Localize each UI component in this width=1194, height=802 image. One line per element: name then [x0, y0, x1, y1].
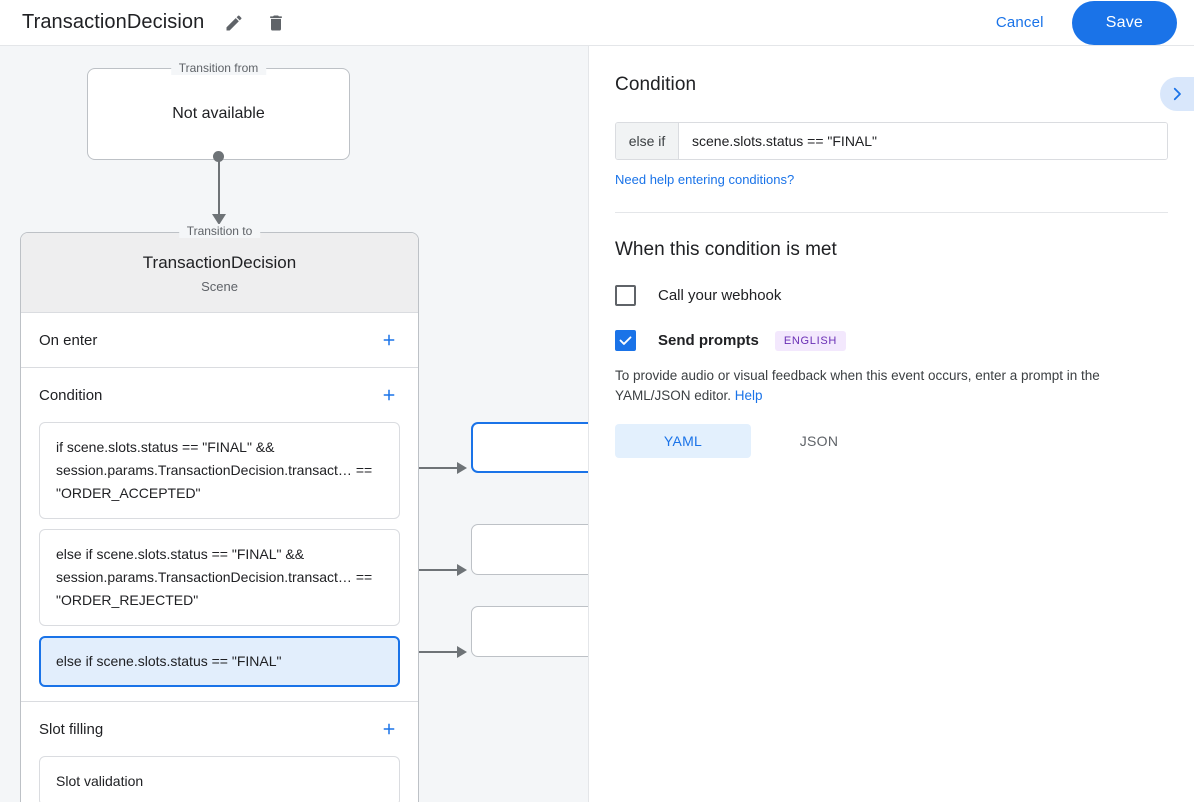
plus-icon[interactable]	[378, 384, 400, 406]
detail-panel: Condition else if Need help entering con…	[588, 46, 1194, 802]
save-button[interactable]: Save	[1071, 0, 1177, 45]
chevron-right-icon[interactable]	[1160, 77, 1194, 111]
when-condition-heading: When this condition is met	[615, 239, 837, 260]
prompts-hint-text: To provide audio or visual feedback when…	[615, 368, 1100, 403]
target-box-2[interactable]	[471, 524, 588, 575]
link-line-3	[399, 651, 457, 653]
cancel-button[interactable]: Cancel	[982, 6, 1058, 39]
panel-heading: Condition	[615, 74, 697, 95]
call-webhook-label: Call your webhook	[658, 287, 782, 304]
plus-icon[interactable]	[378, 718, 400, 740]
scene-name: TransactionDecision	[142, 253, 297, 272]
scene-card[interactable]: Transition to TransactionDecision Scene …	[20, 224, 419, 802]
link-arrow-1	[457, 462, 467, 474]
app-header: TransactionDecision Cancel Save	[0, 0, 1194, 46]
condition-card[interactable]: else if scene.slots.status == "FINAL" &&…	[39, 529, 400, 626]
link-line-2	[399, 569, 457, 571]
condition-help-link[interactable]: Need help entering conditions?	[615, 172, 795, 187]
transition-from-legend: Transition from	[170, 61, 267, 75]
section-slot-filling: Slot filling Slot validation	[21, 702, 418, 802]
prompts-help-link[interactable]: Help	[734, 388, 763, 403]
tab-json[interactable]: JSON	[799, 433, 839, 449]
editor-format-tabs: YAML JSON	[615, 424, 1168, 458]
transition-to-legend: Transition to	[178, 224, 261, 238]
flow-canvas[interactable]: Transition from Not available Transition…	[0, 46, 588, 802]
section-on-enter: On enter	[21, 313, 418, 368]
call-webhook-checkbox[interactable]	[615, 285, 636, 306]
link-line-1	[399, 467, 457, 469]
condition-section: Condition else if Need help entering con…	[589, 46, 1194, 213]
plus-icon[interactable]	[378, 329, 400, 351]
link-arrow-3	[457, 646, 467, 658]
condition-card[interactable]: if scene.slots.status == "FINAL" && sess…	[39, 422, 400, 519]
target-box-3[interactable]	[471, 606, 588, 657]
tab-yaml[interactable]: YAML	[615, 424, 751, 458]
language-badge: ENGLISH	[774, 330, 847, 351]
panel-divider	[615, 212, 1168, 213]
section-title-slot-filling: Slot filling	[39, 720, 104, 738]
header-actions: Cancel Save	[982, 0, 1194, 45]
send-prompts-row: Send prompts ENGLISH	[615, 330, 1168, 351]
condition-card-selected[interactable]: else if scene.slots.status == "FINAL"	[39, 636, 400, 687]
section-condition: Condition if scene.slots.status == "FINA…	[21, 368, 418, 702]
condition-input-group: else if	[615, 122, 1168, 160]
transition-to-box[interactable]: Transition to TransactionDecision Scene	[21, 224, 418, 313]
condition-prefix-label: else if	[616, 123, 679, 159]
target-box-1[interactable]	[471, 422, 588, 473]
transition-from-value: Not available	[172, 105, 265, 122]
prompts-hint: To provide audio or visual feedback when…	[615, 366, 1168, 406]
transition-from-box[interactable]: Transition from Not available	[87, 61, 350, 160]
slot-filling-list: Slot validation	[39, 756, 400, 802]
section-title-condition: Condition	[39, 386, 103, 404]
condition-list: if scene.slots.status == "FINAL" && sess…	[39, 422, 400, 701]
webhook-row: Call your webhook	[615, 285, 1168, 306]
slot-validation-card[interactable]: Slot validation	[39, 756, 400, 802]
link-arrow-2	[457, 564, 467, 576]
pencil-icon[interactable]	[222, 11, 246, 35]
when-condition-met-section: When this condition is met Call your web…	[589, 213, 1194, 458]
condition-input[interactable]	[679, 123, 1167, 159]
connector-line	[218, 155, 220, 221]
scene-type: Scene	[201, 279, 238, 294]
section-title-on-enter: On enter	[39, 331, 98, 349]
send-prompts-label: Send prompts	[658, 332, 759, 349]
send-prompts-checkbox[interactable]	[615, 330, 636, 351]
trash-icon[interactable]	[264, 11, 288, 35]
connector-arrow-icon	[212, 214, 226, 225]
page-title: TransactionDecision	[22, 11, 205, 33]
